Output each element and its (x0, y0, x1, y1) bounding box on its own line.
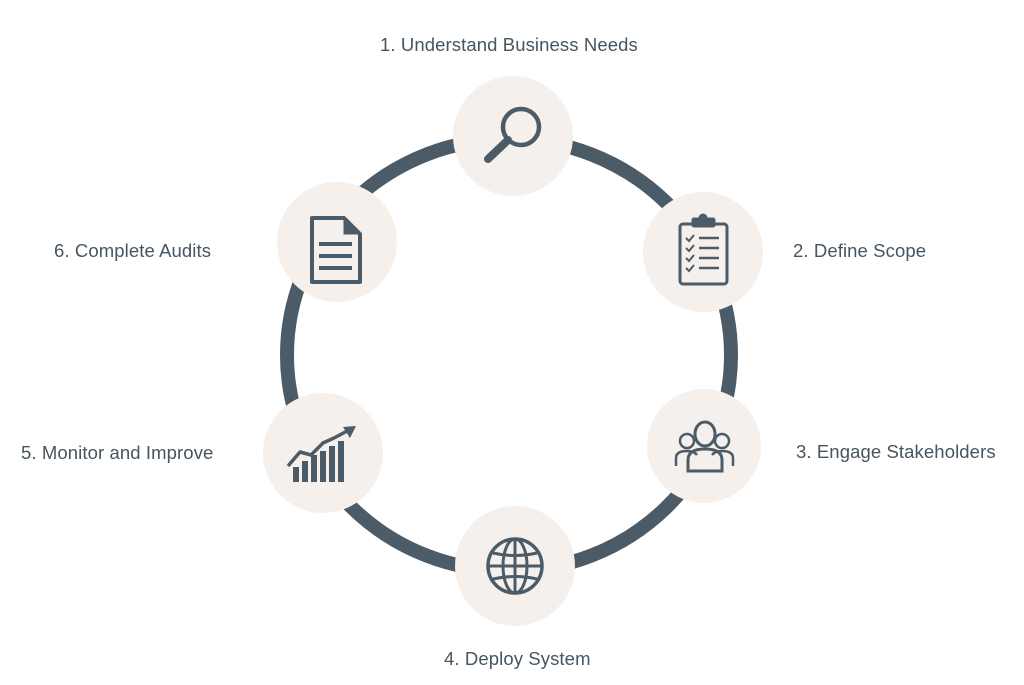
step-label-monitor-and-improve: 5. Monitor and Improve (21, 442, 214, 463)
step-label-engage-stakeholders: 3. Engage Stakeholders (796, 441, 996, 462)
step-node-1 (453, 76, 573, 196)
step-node-3 (647, 389, 761, 503)
clipboard-checklist-icon (678, 213, 729, 286)
rising-bar-chart-icon (286, 426, 356, 482)
globe-icon (486, 537, 544, 595)
step-label-deploy-system: 4. Deploy System (444, 648, 591, 669)
step-label-understand-business-needs: 1. Understand Business Needs (380, 34, 638, 55)
step-label-define-scope: 2. Define Scope (793, 240, 927, 261)
document-icon (310, 216, 362, 284)
step-node-5 (263, 393, 383, 513)
step-label-complete-audits: 6. Complete Audits (54, 240, 212, 261)
people-group-icon (674, 420, 735, 473)
step-node-4 (455, 506, 575, 626)
magnifying-glass-icon (484, 106, 542, 163)
step-node-6 (277, 182, 397, 302)
step-node-2 (643, 192, 763, 312)
